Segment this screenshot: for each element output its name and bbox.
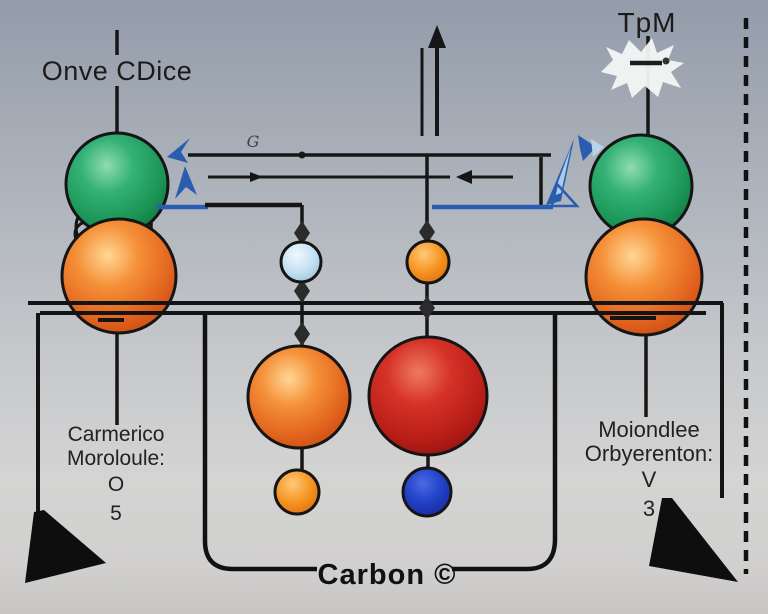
blue-dart-left-1 <box>167 138 190 163</box>
double-horizontal-lines <box>28 301 723 322</box>
bottom-bracket <box>202 313 558 572</box>
big-orange-sphere <box>246 344 352 450</box>
right-annotation-line1: Moiondlee <box>598 417 700 442</box>
bottom-left-triangle <box>25 510 106 583</box>
tiny-right-arrowhead <box>250 172 263 182</box>
left-annotation-line4: 5 <box>110 502 122 525</box>
diamond-arrowheads <box>294 220 435 346</box>
blue-tall-triangle <box>546 139 574 205</box>
right-annotation-line3: V <box>641 467 657 492</box>
starburst-dot <box>662 57 670 65</box>
right-annotation-line4: 3 <box>642 496 656 521</box>
up-arrowhead <box>428 25 446 48</box>
label-carbon: Carbon © <box>317 559 457 591</box>
spheres <box>60 131 704 518</box>
left-annotation-line2: Moroloule: <box>66 447 166 470</box>
label-top-right: TpM <box>617 7 677 38</box>
outer-frame <box>25 303 738 583</box>
label-top-left: Onve CDice <box>41 56 193 86</box>
starburst <box>601 38 684 98</box>
bracket-right <box>452 313 558 572</box>
mid-orange-circle <box>405 239 451 285</box>
junction-dot <box>298 151 306 159</box>
script-g-glyph: G <box>246 132 260 151</box>
bottom-right-triangle <box>649 498 738 582</box>
level-circles <box>279 239 451 285</box>
starburst-shape <box>601 38 684 98</box>
blue-chevron-dark <box>578 135 596 161</box>
small-blue-sphere <box>401 466 453 518</box>
blue-dart-left-2 <box>175 166 197 199</box>
blue-outline-triangle <box>550 181 580 208</box>
small-orange-sphere <box>273 468 321 516</box>
left-annotation-line1: Carmerico <box>67 423 165 446</box>
right-annotation-block: Moiondlee Orbyerenton: V 3 <box>585 418 713 521</box>
left-orange-sphere <box>60 217 178 335</box>
left-arrowhead <box>456 170 472 184</box>
mid-arrow-lines <box>157 151 553 210</box>
bracket-left <box>202 313 317 572</box>
right-annotation-line2: Orbyerenton: <box>584 441 714 466</box>
up-arrow-double <box>420 25 446 136</box>
blue-chevron-light <box>591 139 604 157</box>
big-red-sphere <box>367 335 489 457</box>
mid-lightblue-circle <box>279 240 323 284</box>
left-annotation-line3: O <box>107 473 125 496</box>
blue-arrows <box>167 135 604 208</box>
left-annotation-block: Carmerico Moroloule: O 5 <box>67 423 165 526</box>
right-orange-sphere <box>584 217 704 337</box>
